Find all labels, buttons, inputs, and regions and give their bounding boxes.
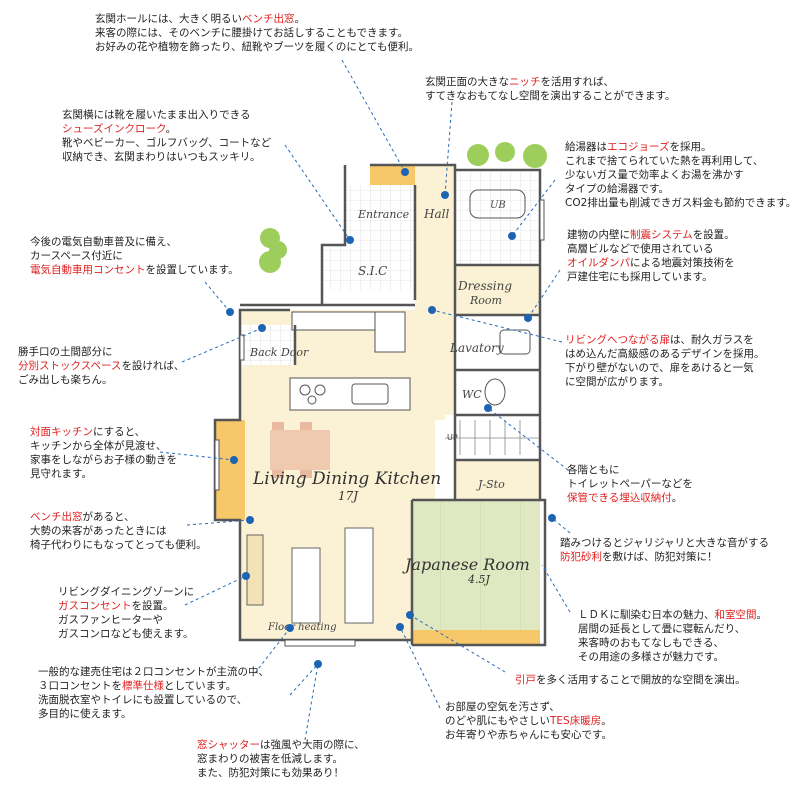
note-living-door: リビングへつながる扉は、耐久ガラスを はめ込んだ高級感のあるデザインを採用。 下… xyxy=(565,334,765,388)
label-ldk-size: 17J xyxy=(338,489,359,503)
label-wc: WC xyxy=(462,388,482,401)
note-toilet-storage: 各階ともに トイレットペーパーなどを 保管できる埋込収納付。 xyxy=(567,464,693,504)
label-japanese-room: Japanese Room xyxy=(402,555,530,574)
label-up: UP xyxy=(447,433,458,442)
marker-dots xyxy=(226,168,556,668)
label-lavatory: Lavatory xyxy=(449,341,504,355)
note-bench-window-living: ベンチ出窓があると、 大勢の来客があったときには 椅子代わりにもなってとっても便… xyxy=(30,511,207,551)
garden-trees xyxy=(259,142,547,273)
label-hall: Hall xyxy=(423,207,449,221)
label-ub: UB xyxy=(490,200,506,211)
windows xyxy=(214,199,545,647)
note-3-outlet: 一般的な建売住宅は２口コンセントが主流の中、 ３口コンセントを標準仕様としていま… xyxy=(38,666,269,720)
label-entrance: Entrance xyxy=(357,208,410,221)
note-eco-jozu: 給湯器はエコジョーズを採用。 これまで捨てられていた熱を再利用して、 少ないガス… xyxy=(565,141,797,209)
label-ldk: Living Dining Kitchen xyxy=(252,469,441,489)
label-sic: S.I.C xyxy=(358,264,387,278)
label-j-sto: J-Sto xyxy=(476,478,505,491)
leader-lines xyxy=(159,59,571,741)
walls xyxy=(213,163,547,647)
dining-table xyxy=(270,422,330,478)
label-japanese-size: 4.5J xyxy=(467,573,490,586)
note-sliding-doors: 引戸を多く活用することで開放的な空間を演出。 xyxy=(515,674,746,686)
note-gas-outlet: リビングダイニングゾーンに ガスコンセントを設置。 ガスファンヒーターや ガスコ… xyxy=(58,586,195,640)
note-japanese-room: ＬＤＫに馴染む日本の魅力、和室空間。 居間の延長として畳に寝転んだり、 来客時の… xyxy=(578,609,767,663)
kitchen-counter xyxy=(289,311,411,411)
note-floor-heating: お部屋の空気を汚さず、 のどや肌にもやさしいTES床暖房。 お年寄りや赤ちゃんに… xyxy=(445,701,612,741)
note-bench-window-entrance: 玄関ホールには、大きく明るいベンチ出窓。 来客の際には、そのベンチに腰掛けてお話… xyxy=(95,13,420,53)
label-dressing-1: Dressing xyxy=(457,279,512,293)
label-dressing-2: Room xyxy=(469,294,502,307)
note-shoes-in-closet: 玄関横には靴を履いたまま出入りできる シューズインクローク。 靴やベビーカー、ゴ… xyxy=(62,109,272,163)
living-furniture xyxy=(246,527,374,624)
label-back-door: Back Door xyxy=(249,346,309,359)
note-seismic-system: 建物の内壁に制震システムを設置。 高層ビルなどで使用されている オイルダンパによ… xyxy=(567,229,735,283)
note-security-gravel: 踏みつけるとジャリジャリと大きな音がする 防犯砂利を敷けば、防犯対策に！ xyxy=(560,537,769,563)
note-window-shutter: 窓シャッターは強風や大雨の際に、 窓まわりの被害を低減します。 また、防犯対策に… xyxy=(197,739,365,779)
note-ev-outlet: 今後の電気自動車普及に備え、 カースペース付近に 電気自動車用コンセントを設置し… xyxy=(30,236,239,276)
note-stock-space: 勝手口の土間部分に 分別ストックスペースを設ければ、 ごみ出しも楽ちん。 xyxy=(18,346,185,386)
note-niche: 玄関正面の大きなニッチを活用すれば、 すてきなおもてなし空間を演出することができ… xyxy=(425,76,676,102)
label-floor-heating: Floor heating xyxy=(267,622,337,633)
floor-area xyxy=(215,165,540,645)
note-face-to-face-kitchen: 対面キッチンにすると、 キッチンから全体が見渡せ、 家事をしながらお子様の動きを… xyxy=(30,426,177,480)
stairs xyxy=(445,420,540,455)
